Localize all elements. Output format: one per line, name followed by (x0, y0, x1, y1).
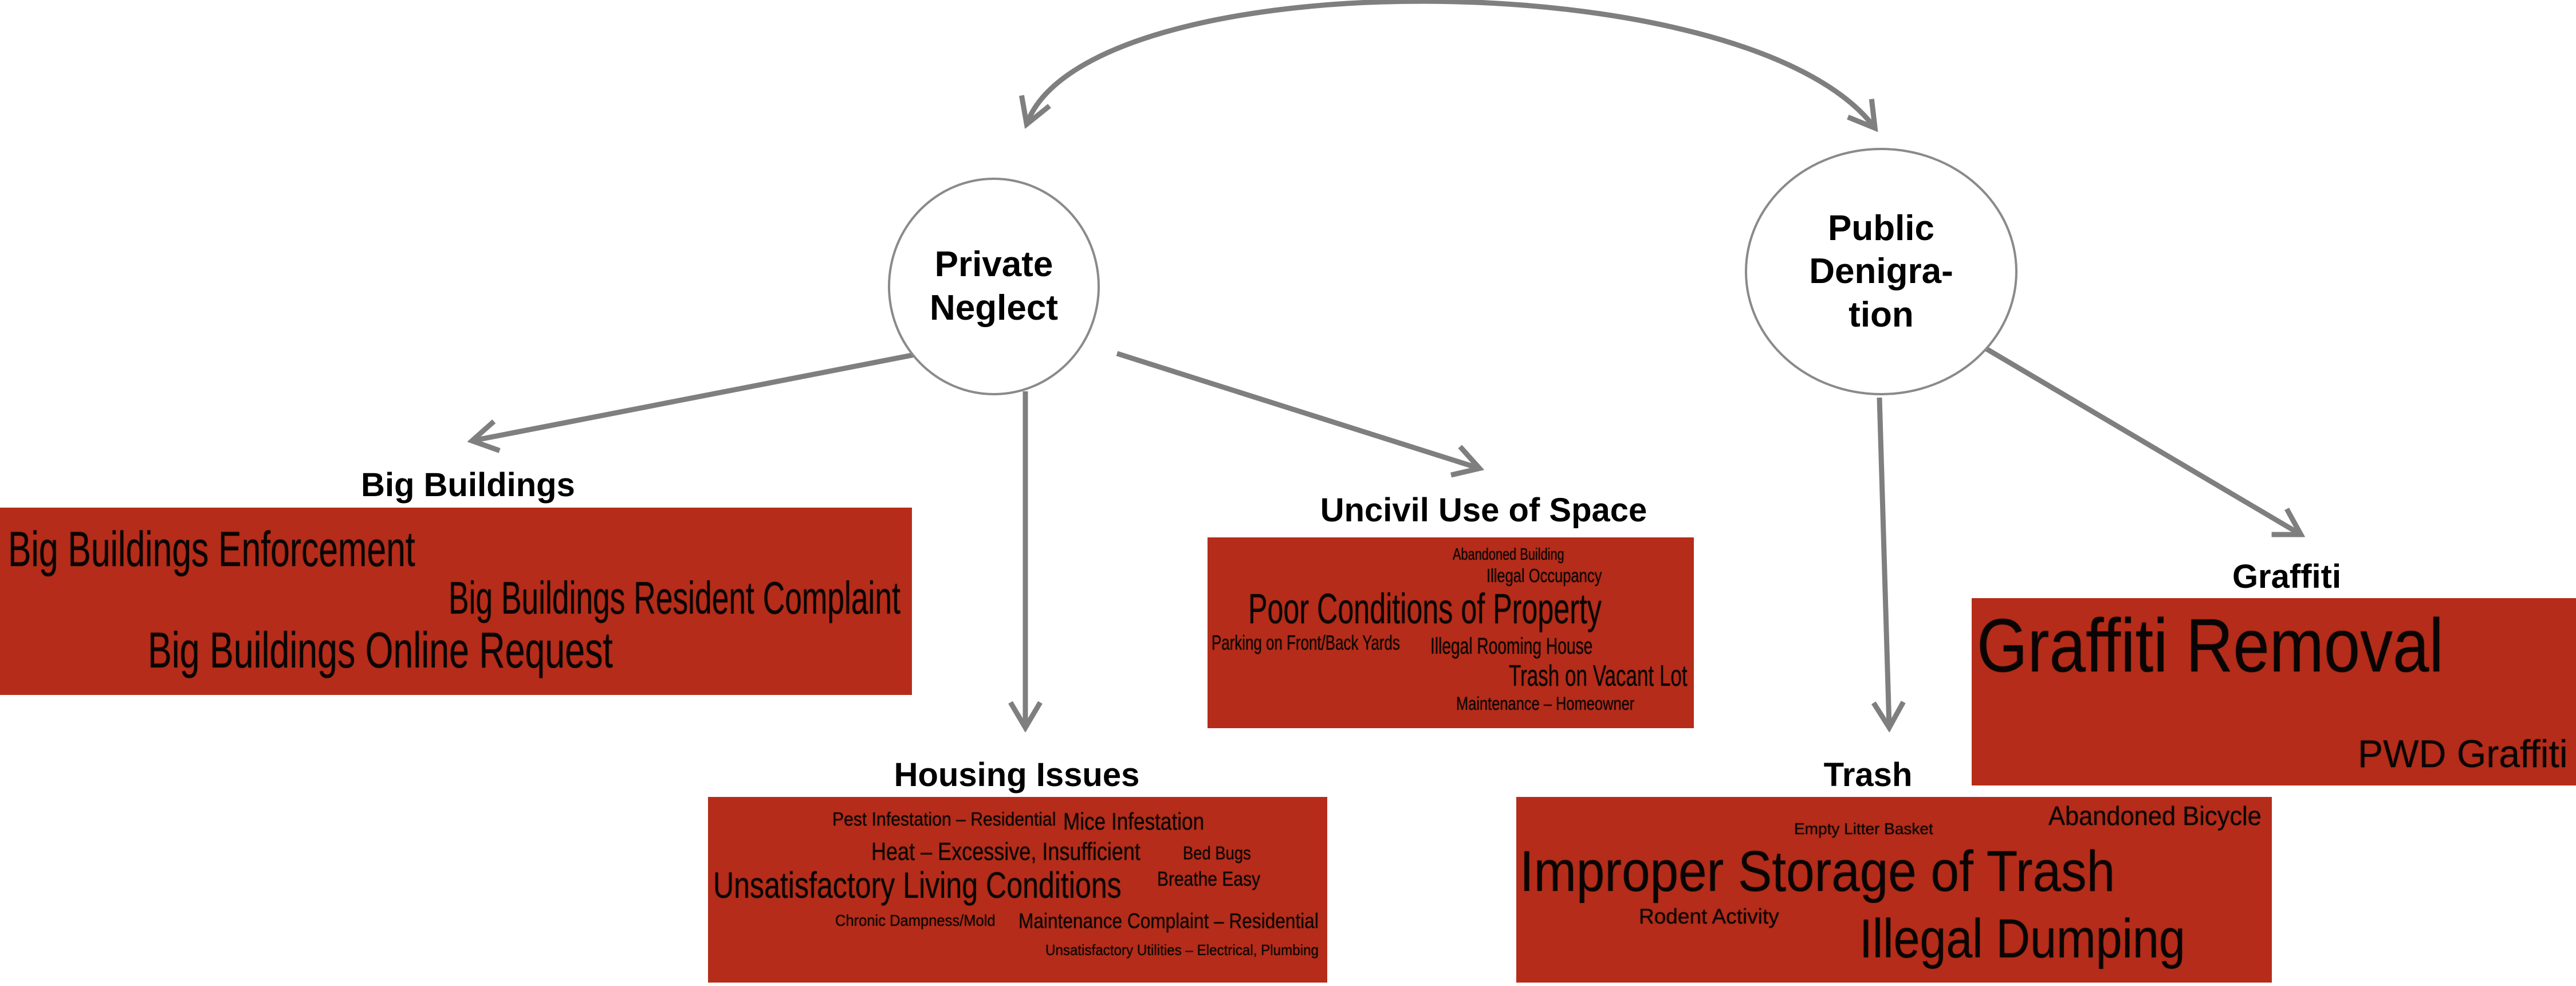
arrow-to-trash (1879, 397, 1889, 726)
word: Unsatisfactory Utilities – Electrical, P… (1045, 941, 1319, 958)
word: Abandoned Building (1453, 545, 1564, 564)
word: Bed Bugs (1183, 843, 1251, 863)
word: Graffiti Removal (1977, 603, 2444, 688)
node-label-line: Denigra- (1809, 252, 1953, 292)
word: Big Buildings Online Request (148, 622, 613, 678)
word: Maintenance – Homeowner (1456, 693, 1635, 714)
category-label-housing-issues: Housing Issues (894, 756, 1140, 793)
wordcloud-graffiti: Graffiti Removal PWD Graffiti (1972, 598, 2576, 785)
category-label-uncivil-use-of-space: Uncivil Use of Space (1320, 492, 1647, 529)
arrow-to-big-buildings (473, 349, 930, 441)
node-label-line: tion (1849, 294, 1914, 335)
category-label-graffiti: Graffiti (2232, 558, 2342, 595)
word: Maintenance Complaint – Residential (1018, 909, 1319, 933)
arrow-to-uncivil (1116, 351, 1478, 468)
word: Mice Infestation (1063, 808, 1205, 835)
word: Pest Infestation – Residential (832, 808, 1056, 830)
category-label-big-buildings: Big Buildings (361, 466, 575, 504)
word: Heat – Excessive, Insufficient (871, 838, 1140, 866)
arrow-to-graffiti (1978, 343, 2300, 534)
node-label-line: Neglect (930, 288, 1058, 328)
word: Unsatisfactory Living Conditions (713, 865, 1122, 906)
word: PWD Graffiti (2358, 732, 2568, 776)
word: Big Buildings Resident Complaint (449, 572, 900, 623)
curved-arrow-private-public (1027, 0, 1874, 127)
category-label-trash: Trash (1823, 756, 1913, 793)
wordcloud-uncivil-use-of-space: Abandoned Building Illegal Occupancy Poo… (1208, 537, 1694, 728)
word: Abandoned Bicycle (2048, 801, 2262, 831)
word: Parking on Front/Back Yards (1212, 631, 1400, 654)
word: Trash on Vacant Lot (1509, 659, 1688, 693)
word: Improper Storage of Trash (1520, 839, 2115, 903)
word: Rodent Activity (1639, 905, 1779, 928)
word: Poor Conditions of Property (1248, 585, 1602, 633)
node-label-line: Private (934, 245, 1053, 285)
node-label-line: Public (1827, 208, 1934, 248)
word: Empty Litter Basket (1794, 820, 1933, 838)
wordcloud-big-buildings: Big Buildings Enforcement Big Buildings … (0, 508, 912, 695)
word: Breathe Easy (1157, 868, 1261, 890)
word: Illegal Dumping (1859, 908, 2185, 969)
word: Chronic Dampness/Mold (835, 912, 996, 929)
word: Illegal Occupancy (1486, 565, 1602, 586)
wordcloud-trash: Abandoned Bicycle Empty Litter Basket Im… (1516, 797, 2272, 983)
word: Illegal Rooming House (1430, 634, 1593, 659)
wordcloud-housing-issues: Pest Infestation – Residential Mice Infe… (708, 797, 1327, 983)
word: Big Buildings Enforcement (8, 522, 415, 577)
